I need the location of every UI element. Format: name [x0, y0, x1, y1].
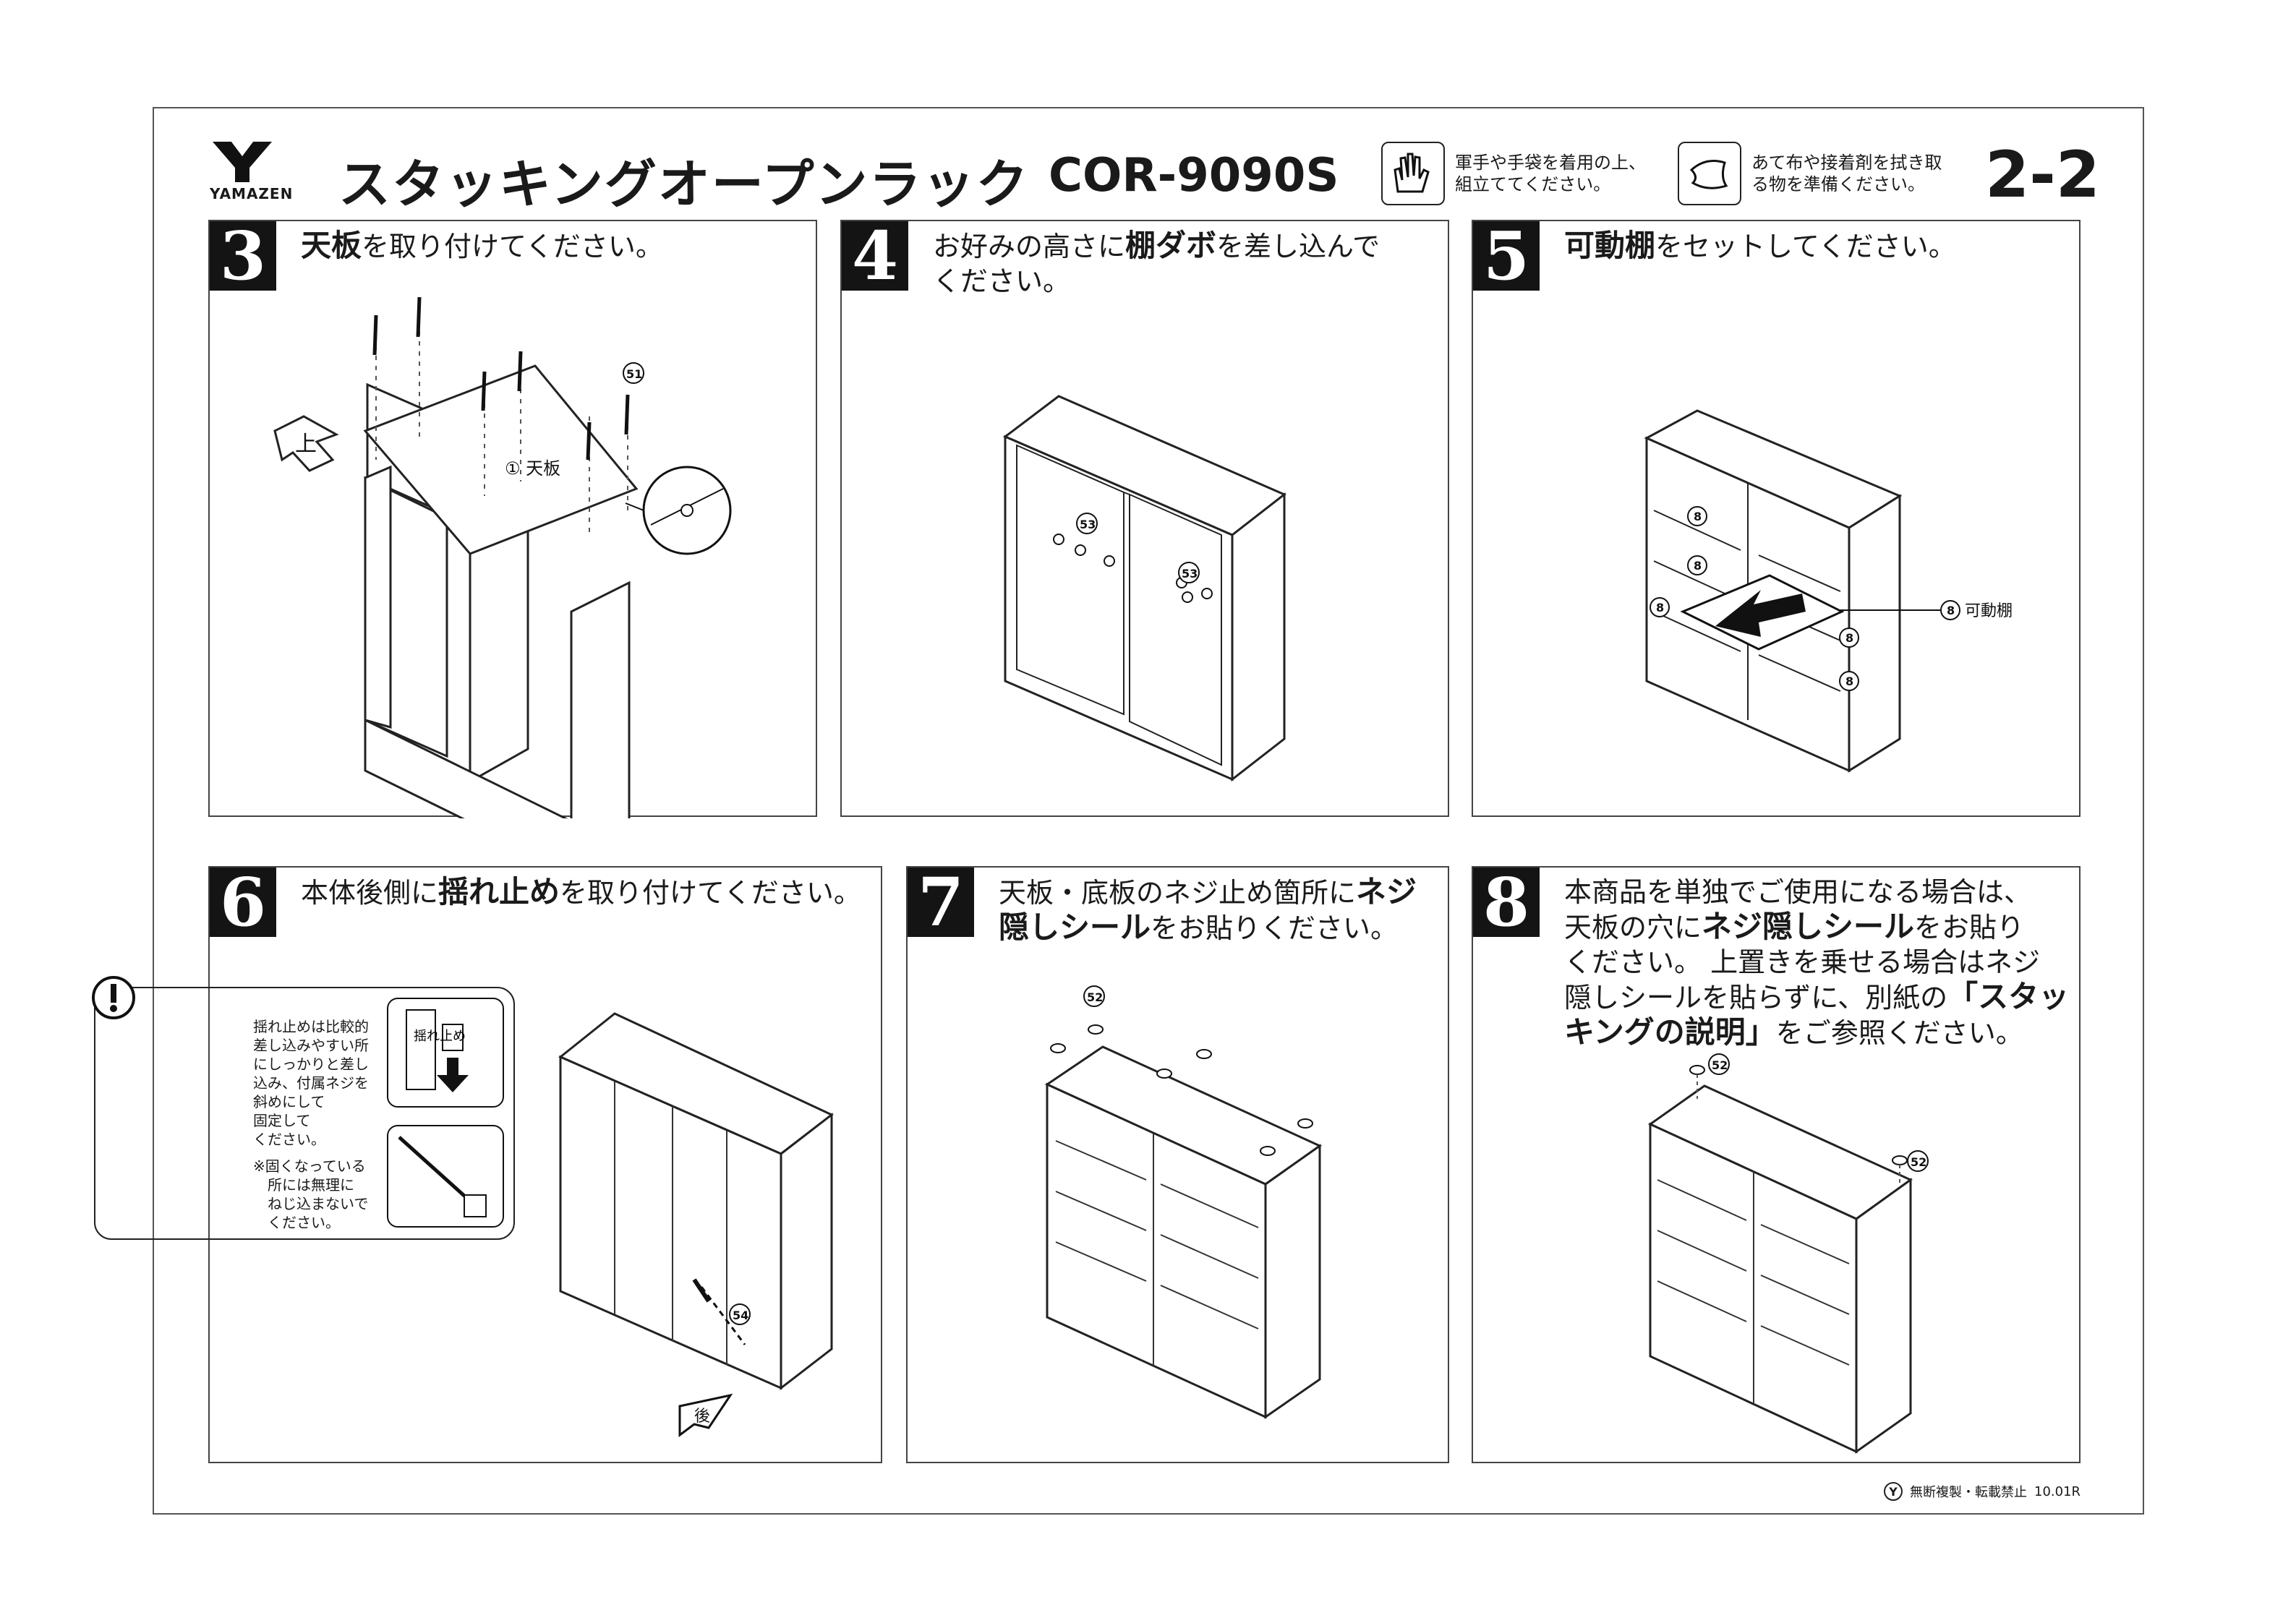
screw-group — [372, 296, 630, 461]
copyright-notice: 無断複製・転載禁止 — [1910, 1485, 2027, 1500]
caution-note: ※固くなっている 所には無理に ねじ込まないで ください。 — [253, 1157, 369, 1231]
step-number: 5 — [1473, 221, 1540, 291]
sway-stopper-detail: 揺れ止め — [387, 998, 504, 1108]
part-52-badge — [1083, 985, 1105, 1007]
step-number: 4 — [842, 221, 908, 291]
cloth-icon — [1678, 142, 1741, 205]
step-instruction: 本体後側に揺れ止めを取り付けてください。 — [301, 874, 861, 909]
svg-text:52: 52 — [1087, 990, 1103, 1004]
step-instruction: 本商品を単独でご使用になる場合は、天板の穴にネジ隠しシールをお貼りください。 上… — [1564, 876, 2070, 1050]
insert-arrow-icon — [1715, 590, 1806, 637]
notice-cloth: あて布や接着剤を拭き取 る物を準備ください。 — [1678, 142, 1968, 205]
warning-icon — [92, 976, 135, 1019]
notice-cloth-text: あて布や接着剤を拭き取 る物を準備ください。 — [1751, 153, 1942, 194]
movable-shelf-label: 可動棚 — [1965, 602, 2013, 620]
step-4-illustration: 53 53 — [1003, 395, 1286, 782]
part-8-label: 8 — [1845, 631, 1853, 645]
step-instruction: 天板・底板のネジ止め箇所にネジ隠しシールをお貼りください。 — [999, 874, 1417, 945]
screw-detail — [387, 1125, 504, 1228]
page-frame — [153, 107, 2144, 1515]
step-5-illustration: 8 8 8 8 8 8 可動棚 — [1644, 409, 2013, 773]
yamazen-mark-icon: Y — [1884, 1482, 1903, 1501]
step-instruction: 天板を取り付けてください。 — [301, 228, 663, 263]
step-8-illustration: 52 52 — [1648, 1053, 1929, 1454]
part-8-label: 8 — [1694, 510, 1702, 523]
step-number: 7 — [908, 868, 974, 937]
footer: Y 無断複製・転載禁止 10.01R — [1884, 1482, 2081, 1501]
sway-stopper-label: 揺れ止め — [414, 1029, 466, 1044]
part-8-label: 8 — [1947, 604, 1955, 617]
step-7-panel: 7 天板・底板のネジ止め箇所にネジ隠しシールをお貼りください。 52 — [906, 866, 1449, 1463]
shelf-pins — [1053, 534, 1213, 603]
svg-text:52: 52 — [1911, 1155, 1926, 1169]
step-6-illustration: 54 後 — [558, 1012, 834, 1437]
step-number: 8 — [1473, 868, 1540, 937]
step-7-illustration: 52 — [1044, 985, 1322, 1419]
page-number: 2-2 — [1985, 137, 2100, 212]
screw-icon — [692, 1278, 711, 1303]
back-arrow-label: 後 — [694, 1408, 710, 1426]
step-number: 6 — [210, 868, 276, 937]
svg-text:52: 52 — [1712, 1058, 1728, 1072]
part-8-label: 8 — [1694, 559, 1702, 573]
page-title: スタッキングオープンラック — [338, 154, 1030, 215]
back-arrow-icon — [678, 1393, 733, 1437]
right-side-panel — [570, 581, 631, 818]
logo-mark-icon — [213, 142, 272, 182]
notice-gloves: 軍手や手袋を着用の上、 組立ててください。 — [1381, 142, 1672, 205]
glove-icon — [1381, 142, 1445, 205]
screw-cover-stickers — [1050, 1024, 1313, 1156]
step-number: 3 — [210, 221, 276, 291]
yamazen-logo: YAMAZEN — [210, 139, 294, 202]
svg-text:54: 54 — [733, 1309, 748, 1322]
brand-name: YAMAZEN — [210, 185, 294, 202]
step-3-illustration: 上 ① 天板 51 — [273, 296, 732, 818]
svg-text:51: 51 — [626, 367, 642, 381]
top-board-label: ① 天板 — [505, 458, 560, 479]
step-3-panel: 3 天板を取り付けてください。 上 ① 天板 51 — [208, 220, 817, 818]
part-53-badge — [1076, 513, 1098, 534]
up-arrow-label: 上 — [295, 432, 317, 457]
caution-text: 揺れ止めは比較的 差し込みやすい所 にしっかりと差し 込み、付属ネジを 斜めにし… — [253, 1018, 369, 1148]
part-8-label: 8 — [1656, 601, 1664, 614]
part-8-label: 8 — [1845, 675, 1853, 688]
part-54-badge — [729, 1303, 751, 1325]
step-5-panel: 5 可動棚をセットしてください。 8 8 8 8 8 8 可 — [1472, 220, 2081, 817]
step-8-panel: 8 本商品を単独でご使用になる場合は、天板の穴にネジ隠しシールをお貼りください。… — [1472, 866, 2081, 1463]
part-53-badge — [1178, 562, 1200, 583]
part-51-badge — [623, 362, 644, 384]
step-instruction: お好みの高さに棚ダボを差し込んでください。 — [933, 228, 1380, 298]
up-arrow-icon — [273, 415, 339, 472]
svg-text:53: 53 — [1080, 518, 1096, 531]
model-number: COR-9090S — [1049, 149, 1339, 202]
step-instruction: 可動棚をセットしてください。 — [1564, 228, 1956, 263]
caution-box: 揺れ止め — [92, 976, 515, 1240]
part-52-badge — [1708, 1053, 1730, 1075]
step-6-panel: 6 本体後側に揺れ止めを取り付けてください。 54 後 — [208, 866, 882, 1463]
svg-text:53: 53 — [1182, 567, 1198, 581]
step-4-panel: 4 お好みの高さに棚ダボを差し込んでください。 53 53 — [840, 220, 1449, 817]
top-board — [363, 364, 639, 555]
notice-gloves-text: 軍手や手袋を着用の上、 組立ててください。 — [1455, 153, 1646, 194]
part-52-badge — [1907, 1150, 1929, 1172]
revision-code: 10.01R — [2034, 1483, 2081, 1499]
